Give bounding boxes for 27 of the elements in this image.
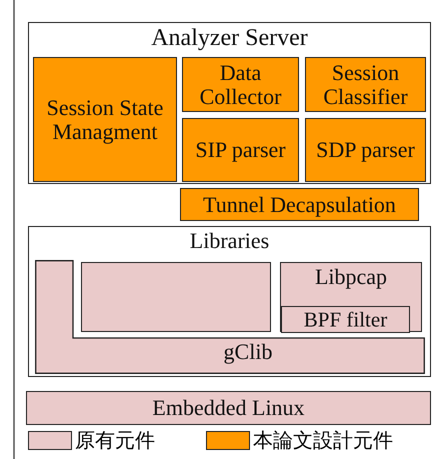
label: BPF filter [302, 308, 388, 332]
label: Data Collector [198, 60, 282, 109]
module-box [305, 57, 426, 112]
module-box [182, 57, 299, 112]
label: Session State Managment [46, 95, 164, 144]
module-box [33, 57, 177, 182]
libraries-panel [28, 226, 431, 377]
os-box [26, 391, 431, 425]
heading: Libpcap [314, 265, 388, 290]
label: Embedded Linux [151, 396, 306, 420]
label: Session Classifier [322, 60, 409, 109]
label: SIP parser [194, 138, 287, 162]
label: Tunnel Decapsulation [202, 192, 397, 217]
module-box [180, 188, 419, 221]
library-box [81, 262, 271, 332]
label: SDP parser [315, 138, 416, 162]
library-box [281, 306, 410, 333]
module-box [182, 118, 299, 182]
server-panel [28, 22, 431, 184]
label: gClib [222, 340, 274, 364]
module-box [305, 118, 426, 182]
library-l-shape [35, 260, 425, 374]
library-box [280, 262, 422, 332]
heading: Libraries [188, 229, 270, 254]
heading: Analyzer Server [150, 25, 309, 52]
legend-label: 原有元件 [75, 430, 155, 450]
legend-label: 本論文設計元件 [253, 430, 393, 450]
